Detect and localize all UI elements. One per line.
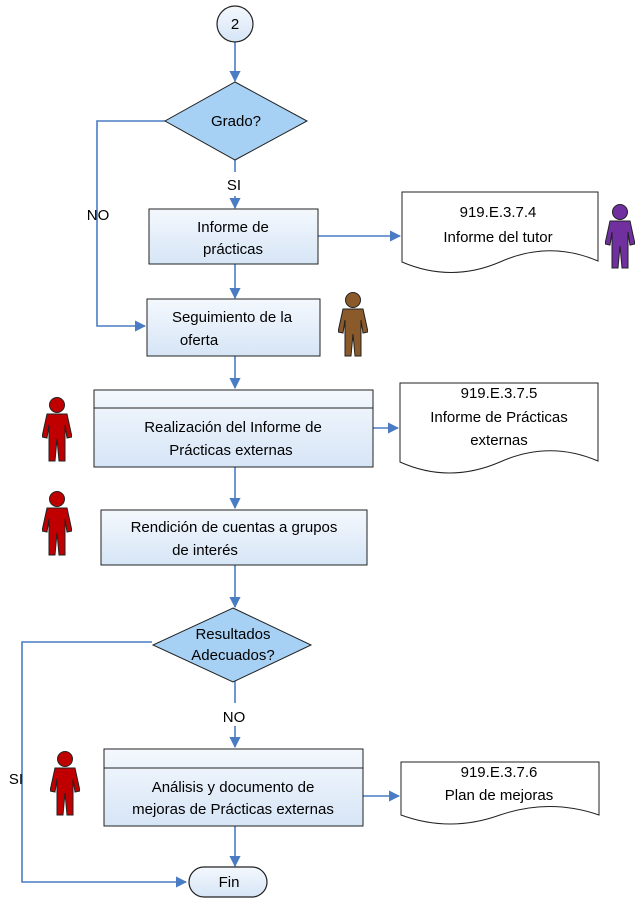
process-rendicion-cuentas: Rendición de cuentas a grupos de interés (100, 509, 368, 566)
decision-resultados-line-2: Adecuados? (191, 647, 274, 664)
document-informe-tutor: 919.E.3.7.4 Informe del tutor (401, 191, 599, 273)
arrow-grado-no-to-seguimiento (96, 120, 165, 332)
label-no-grado: NO (87, 207, 110, 224)
process-realizacion-line-1: Realización del Informe de (144, 419, 322, 436)
process-seguimiento: Seguimiento de la oferta (146, 298, 321, 357)
person-icon-brown (338, 292, 368, 357)
terminal-fin: Fin (188, 866, 268, 898)
process-informe-practicas: Informe de prácticas (148, 208, 319, 265)
label-no-resultados: NO (223, 709, 246, 726)
person-icon-red (50, 751, 80, 816)
doc-mejoras-title: Plan de mejoras (445, 787, 553, 804)
process-analisis-line-2: mejoras de Prácticas externas (132, 801, 334, 818)
process-informe-line-2: prácticas (203, 241, 263, 258)
document-informe-practicas: 919.E.3.7.5 Informe de Prácticas externa… (399, 382, 599, 474)
start-connector: 2 (216, 5, 254, 43)
person-icon-red (42, 491, 72, 556)
decision-resultados-line-1: Resultados (195, 626, 270, 643)
doc-practicas-code: 919.E.3.7.5 (461, 385, 538, 402)
process-seguimiento-line-2: oferta (180, 332, 219, 349)
doc-mejoras-code: 919.E.3.7.6 (461, 764, 538, 781)
doc-practicas-line-2: Informe de Prácticas (430, 409, 568, 426)
process-seguimiento-line-1: Seguimiento de la (172, 309, 293, 326)
flow-arrows (21, 42, 402, 888)
process-informe-line-1: Informe de (197, 219, 269, 236)
document-plan-mejoras: 919.E.3.7.6 Plan de mejoras (400, 761, 600, 825)
process-rendicion-line-1: Rendición de cuentas a grupos (131, 519, 338, 536)
start-connector-label: 2 (231, 16, 239, 33)
label-si-grado: SI (227, 177, 241, 194)
doc-tutor-code: 919.E.3.7.4 (460, 204, 537, 221)
person-icon-purple (605, 204, 635, 269)
decision-grado-label: Grado? (211, 113, 261, 130)
person-icon-red (42, 397, 72, 462)
process-analisis-line-1: Análisis y documento de (152, 779, 315, 796)
process-realizacion-informe: Realización del Informe de Prácticas ext… (93, 389, 374, 468)
decision-resultados: Resultados Adecuados? (151, 607, 313, 683)
process-realizacion-line-2: Prácticas externas (169, 442, 292, 459)
doc-tutor-title: Informe del tutor (443, 229, 552, 246)
label-si-resultados: SI (9, 771, 23, 788)
arrow-resultados-si-to-fin (21, 641, 188, 888)
process-analisis-mejoras: Análisis y documento de mejoras de Práct… (103, 748, 364, 827)
process-rendicion-line-2: de interés (172, 542, 238, 559)
decision-grado: Grado? (163, 81, 309, 161)
doc-practicas-line-3: externas (470, 432, 528, 449)
terminal-fin-label: Fin (219, 874, 240, 891)
